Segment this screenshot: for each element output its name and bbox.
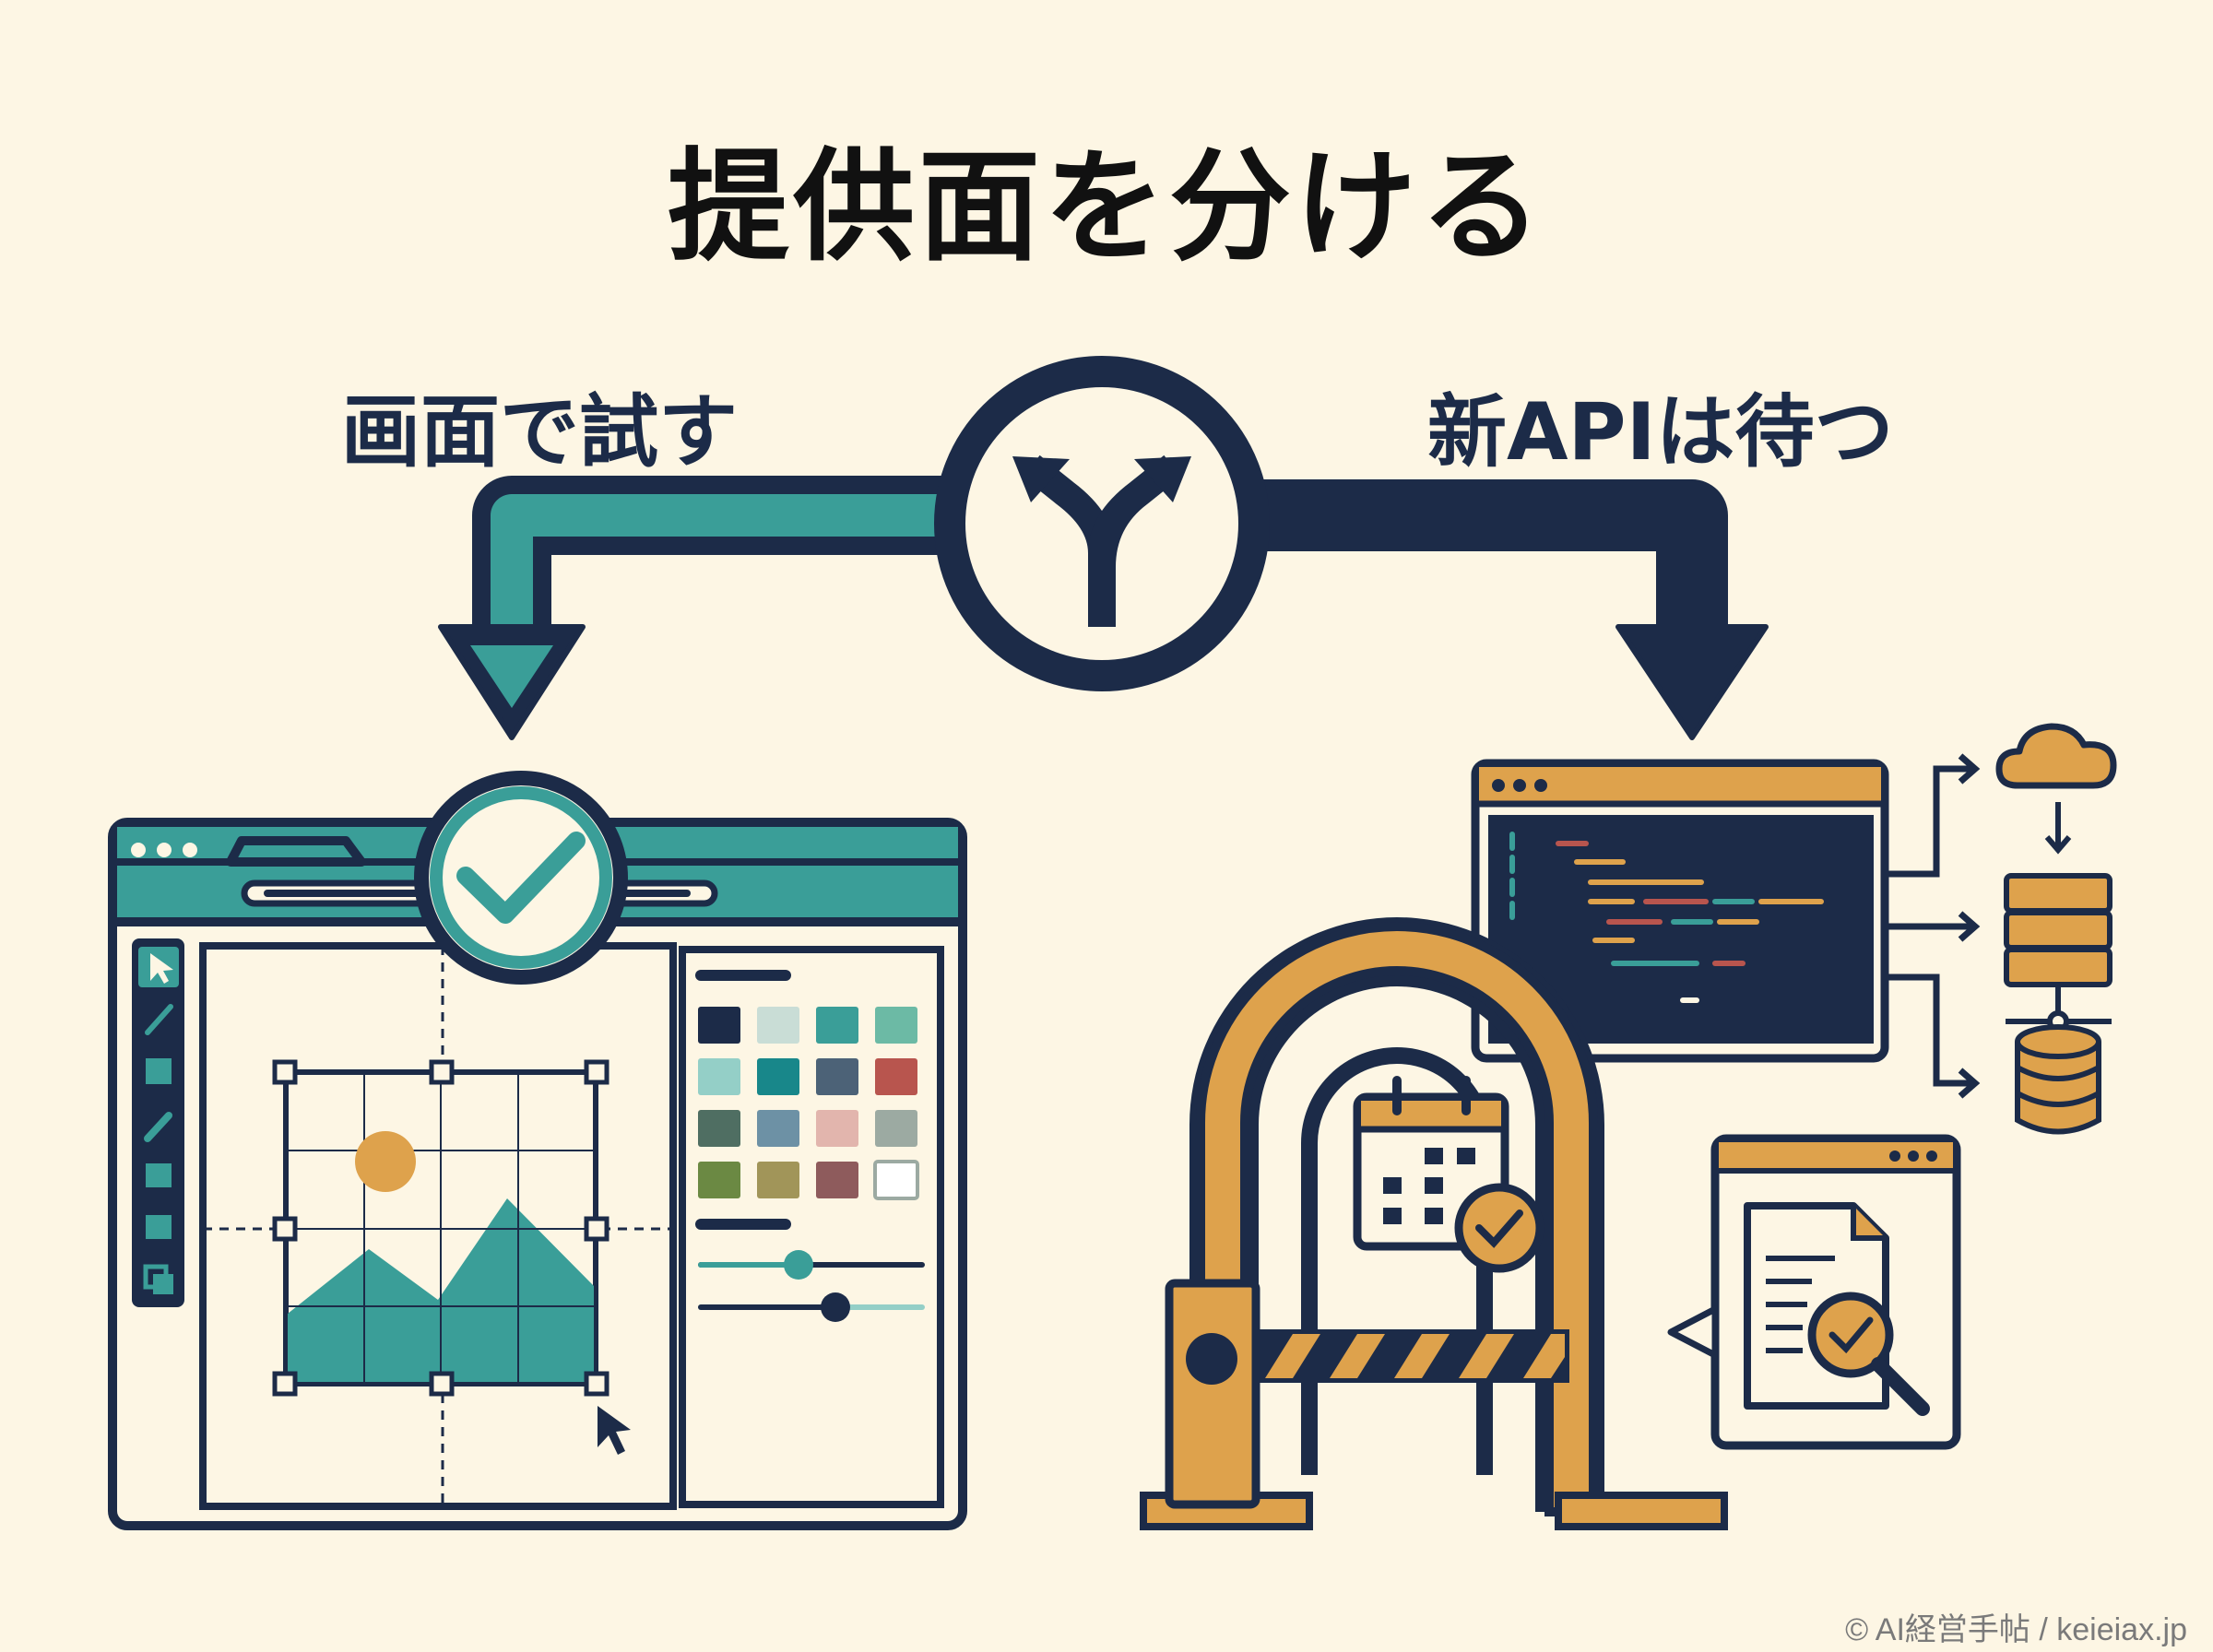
color-swatch — [875, 1058, 917, 1095]
left-branch-label: 画面で試す — [341, 386, 738, 478]
fork-arrow-icon — [934, 356, 1270, 691]
database-icon — [2015, 1024, 2101, 1135]
color-swatch — [816, 1007, 858, 1044]
color-swatch — [875, 1110, 917, 1147]
service-connectors — [1885, 753, 1981, 1099]
color-swatch — [698, 1007, 740, 1044]
cursor-icon — [598, 1406, 631, 1455]
color-swatch — [757, 1110, 799, 1147]
color-swatch — [816, 1162, 858, 1198]
server-icon — [2004, 873, 2112, 1032]
color-swatch — [757, 1058, 799, 1095]
check-icon — [414, 771, 628, 985]
document-search-icon — [1744, 1202, 1930, 1416]
color-swatch — [816, 1058, 858, 1095]
color-swatch — [698, 1162, 740, 1198]
image-placeholder-icon — [272, 1059, 631, 1455]
credit-text: © AI経営手帖 / keieiax.jp — [1845, 1612, 2187, 1647]
slider-handle — [821, 1292, 850, 1322]
calendar-check-icon — [1353, 1076, 1544, 1273]
color-swatch — [698, 1110, 740, 1147]
right-branch-label: 新APIは待つ — [1427, 386, 1894, 478]
document-window — [1667, 1134, 1961, 1450]
color-swatch — [875, 1007, 917, 1044]
right-branch-arrow — [1245, 479, 1769, 740]
color-swatch — [757, 1162, 799, 1198]
left-branch-arrow — [438, 476, 959, 740]
color-swatch — [816, 1110, 858, 1147]
tool-sidebar — [132, 938, 184, 1307]
barrier-gate-icon — [1140, 917, 1728, 1530]
slider-handle — [784, 1250, 813, 1280]
page-title: 提供面を分ける — [668, 136, 1545, 278]
color-swatch — [757, 1007, 799, 1044]
color-swatch — [873, 1160, 919, 1200]
color-swatch — [698, 1058, 740, 1095]
cloud-icon — [1995, 723, 2117, 855]
properties-panel — [679, 946, 944, 1508]
code-window — [1471, 759, 1889, 1063]
color-swatches — [698, 1007, 919, 1200]
